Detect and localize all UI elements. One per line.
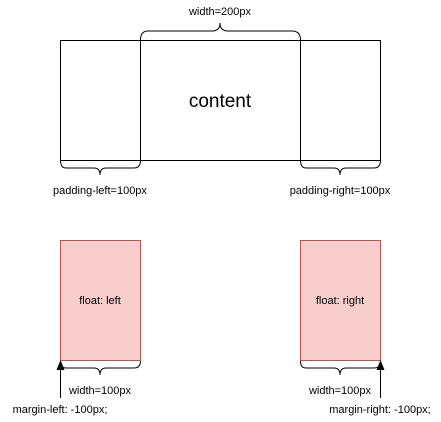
padding-left-brace — [60, 159, 141, 176]
padding-right-brace — [300, 159, 381, 176]
float-right-width-label: width=100px — [308, 385, 372, 397]
margin-left-arrow-head — [56, 360, 65, 370]
float-right-width-brace — [300, 360, 381, 376]
margin-right-arrow-head — [376, 360, 385, 370]
width-brace-top — [140, 22, 301, 41]
float-right-box — [300, 240, 381, 361]
float-left-box — [60, 240, 141, 361]
float-left-width-label: width=100px — [68, 385, 132, 397]
padding-left-label: padding-left=100px — [53, 185, 147, 197]
padding-right-label: padding-right=100px — [290, 185, 391, 197]
margin-left-label: margin-left: -100px; — [13, 404, 108, 416]
container-box — [60, 40, 381, 161]
content-label: content — [189, 91, 252, 112]
margin-right-label: margin-right: -100px; — [329, 404, 431, 416]
float-left-width-brace — [60, 360, 141, 376]
float-left-label: float: left — [79, 295, 121, 307]
float-right-label: float: right — [316, 295, 364, 307]
width-label-top: width=200px — [188, 6, 252, 18]
